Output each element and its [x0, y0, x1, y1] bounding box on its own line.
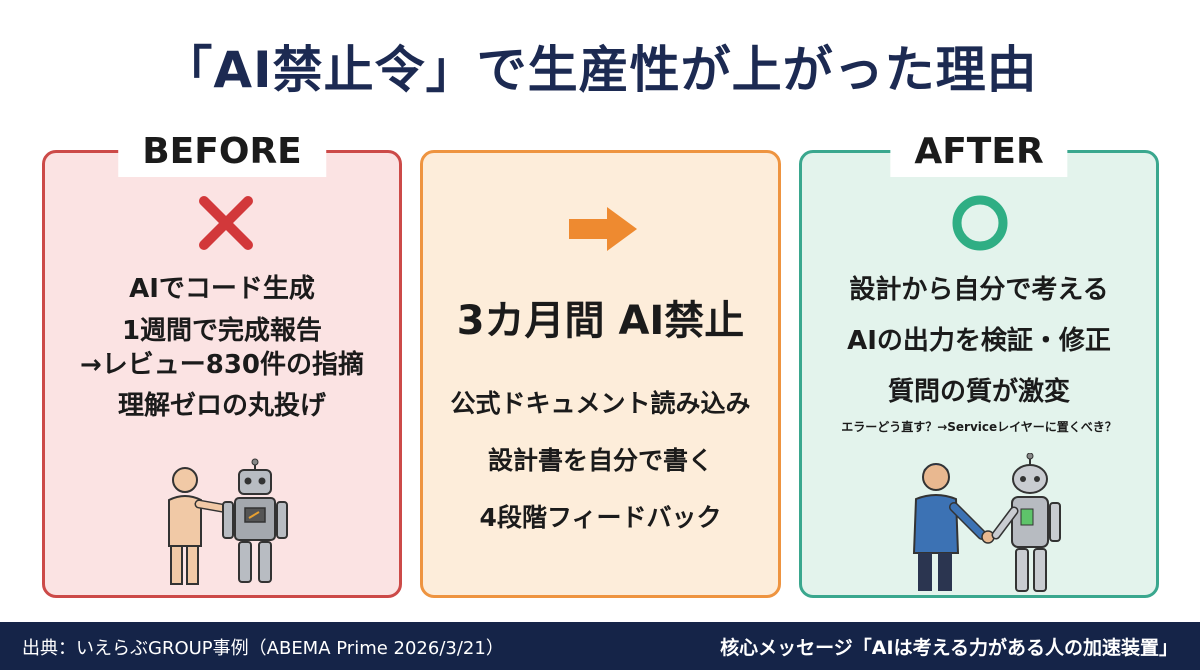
- middle-card: 3カ月間 AI禁止 公式ドキュメント読み込み 設計書を自分で書く 4段階フィード…: [420, 150, 781, 598]
- footer-source: 出典：いえらぶGROUP事例（ABEMA Prime 2026/3/21）: [22, 638, 504, 659]
- middle-headline: 3カ月間 AI禁止: [456, 298, 745, 344]
- before-line-3: →レビュー830件の指摘: [79, 350, 365, 380]
- after-lines: 設計から自分で考える AIの出力を検証・修正 質問の質が激変: [802, 265, 1156, 418]
- footer-message: 核心メッセージ「AIは考える力がある人の加速装置」: [720, 637, 1178, 659]
- middle-line-2: 設計書を自分で書く: [487, 446, 713, 475]
- middle-lines: 公式ドキュメント読み込み 設計書を自分で書く 4段階フィードバック: [423, 375, 778, 546]
- page-title: 「AI禁止令」で生産性が上がった理由: [162, 41, 1038, 99]
- circle-icon: [952, 195, 1008, 251]
- after-line-3: 質問の質が激変: [887, 377, 1070, 407]
- footer-bar: 出典：いえらぶGROUP事例（ABEMA Prime 2026/3/21） 核心…: [0, 622, 1200, 670]
- before-lines: AIでコード生成 1週間で完成報告 →レビュー830件の指摘 理解ゼロの丸投げ: [45, 265, 399, 431]
- before-line-1: AIでコード生成: [129, 274, 315, 304]
- after-line-2: AIの出力を検証・修正: [847, 326, 1111, 356]
- before-line-2: 1週間で完成報告: [121, 316, 323, 346]
- after-card: AFTER 設計から自分で考える AIの出力を検証・修正 質問の質が激変 エラー…: [799, 127, 1159, 598]
- after-label: AFTER: [890, 127, 1068, 177]
- arrow-right-icon: [569, 207, 637, 251]
- before-label: BEFORE: [118, 127, 326, 177]
- after-line-1: 設計から自分で考える: [849, 275, 1109, 305]
- cross-icon: [199, 196, 253, 250]
- handshake-robot-illustration: [912, 453, 1061, 592]
- after-note: エラーどう直す？→Serviceレイヤーに置くべき？: [841, 420, 1117, 434]
- middle-line-3: 4段階フィードバック: [479, 503, 722, 532]
- middle-line-1: 公式ドキュメント読み込み: [450, 389, 751, 418]
- before-card: BEFORE AIでコード生成 1週間で完成報告 →レビュー830件の指摘 理解…: [42, 127, 402, 598]
- before-line-4: 理解ゼロの丸投げ: [117, 391, 326, 421]
- person-with-robot-illustration: [168, 458, 288, 585]
